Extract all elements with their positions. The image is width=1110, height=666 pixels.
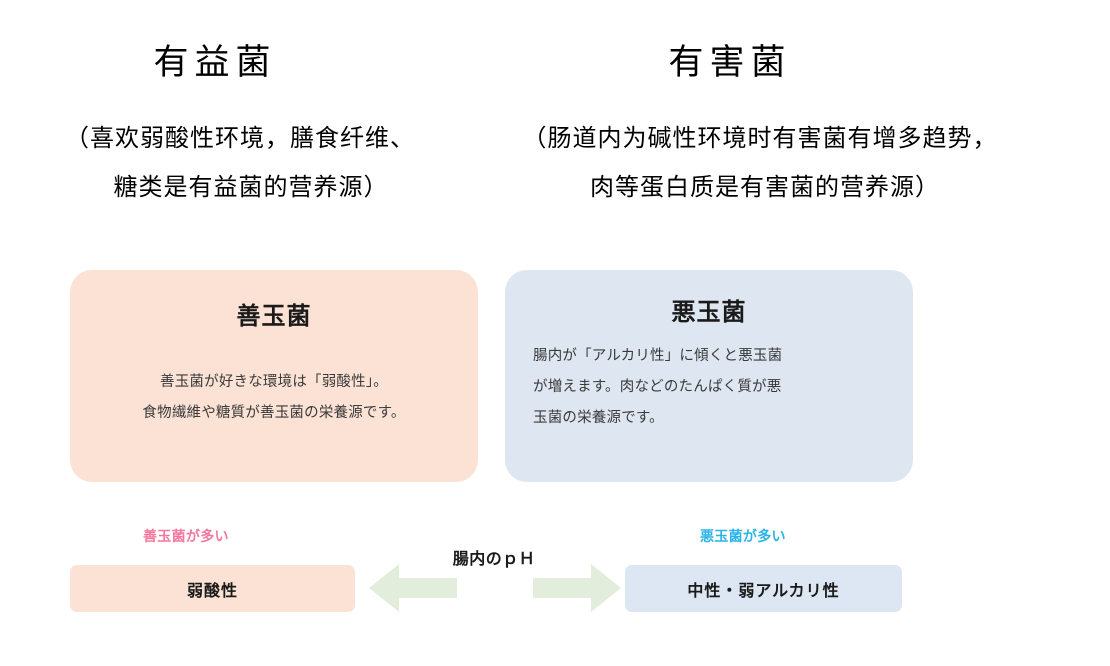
column-beneficial-bacteria: 有益菌 （喜欢弱酸性环境，膳食纤维、 糖类是有益菌的营养源） — [0, 0, 500, 213]
card-bad-bacteria: 悪玉菌 腸内が「アルカリ性」に傾くと悪玉菌 が増えます。肉などのたんぱく質が悪 … — [505, 270, 913, 482]
column-subtitle-harmful-line1: （肠道内为碱性环境时有害菌有增多趋势， — [522, 125, 998, 152]
ph-scale-title: 腸内のｐＨ — [452, 551, 536, 568]
column-harmful-bacteria: 有害菌 （肠道内为碱性环境时有害菌有增多趋势， 肉等蛋白质是有害菌的营养源） — [500, 0, 1000, 213]
card-good-bacteria-body: 善玉菌が好きな環境は「弱酸性」。 食物繊維や糖質が善玉菌の栄養源です。 — [98, 367, 450, 429]
arrow-right-icon — [533, 564, 621, 612]
card-bad-bacteria-body-line1: 腸内が「アルカリ性」に傾くと悪玉菌 — [533, 348, 783, 364]
ph-label-good-bacteria-dominant: 善玉菌が多い — [143, 528, 229, 544]
column-subtitle-harmful-line2: 肉等蛋白质是有害菌的营养源） — [590, 174, 940, 201]
column-subtitle-harmful: （肠道内为碱性环境时有害菌有增多趋势， 肉等蛋白质是有害菌的营养源） — [520, 115, 1000, 213]
column-heading-beneficial: 有益菌 — [153, 43, 277, 82]
ph-bar-neutral-alkaline: 中性・弱アルカリ性 — [625, 565, 902, 612]
card-good-bacteria-body-line2: 食物繊維や糖質が善玉菌の栄養源です。 — [142, 405, 406, 421]
ph-bar-neutral-alkaline-label: 中性・弱アルカリ性 — [687, 582, 840, 600]
card-good-bacteria-body-line1: 善玉菌が好きな環境は「弱酸性」。 — [160, 374, 388, 390]
column-heading-harmful: 有害菌 — [668, 43, 792, 82]
column-subtitle-beneficial: （喜欢弱酸性环境，膳食纤维、 糖类是有益菌的营养源） — [0, 115, 500, 213]
arrow-left-icon — [369, 564, 457, 612]
card-bad-bacteria-body-line2: が増えます。肉などのたんぱく質が悪 — [533, 379, 782, 395]
column-subtitle-beneficial-line2: 糖类是有益菌的营养源） — [113, 174, 389, 201]
card-bad-bacteria-title: 悪玉菌 — [671, 299, 747, 326]
card-good-bacteria-title: 善玉菌 — [236, 303, 312, 330]
card-bad-bacteria-body-line3: 玉菌の栄養源です。 — [533, 410, 664, 426]
ph-bar-weakly-acidic-label: 弱酸性 — [186, 582, 238, 600]
column-subtitle-beneficial-line1: （喜欢弱酸性环境，膳食纤维、 — [65, 125, 415, 152]
card-bad-bacteria-body: 腸内が「アルカリ性」に傾くと悪玉菌 が増えます。肉などのたんぱく質が悪 玉菌の栄… — [533, 341, 885, 434]
card-good-bacteria: 善玉菌 善玉菌が好きな環境は「弱酸性」。 食物繊維や糖質が善玉菌の栄養源です。 — [70, 270, 478, 482]
ph-bar-weakly-acidic: 弱酸性 — [70, 565, 355, 612]
ph-label-bad-bacteria-dominant: 悪玉菌が多い — [700, 528, 786, 544]
